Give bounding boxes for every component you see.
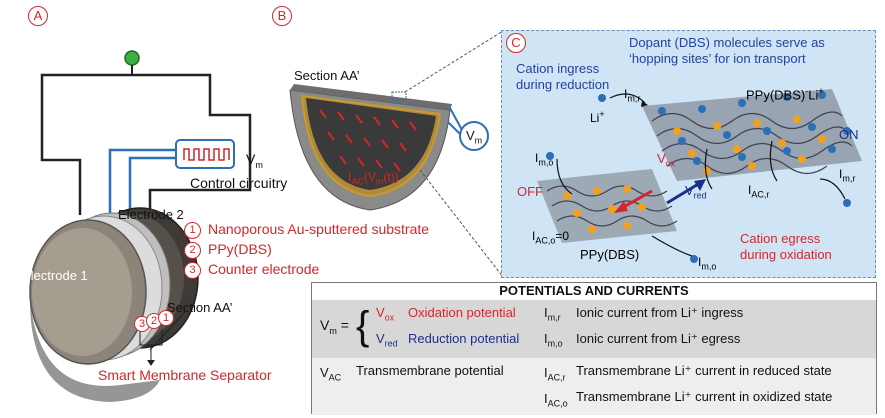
electrode-1-label: Electrode 1: [22, 268, 88, 283]
imr-symbol: Im,r: [544, 305, 561, 323]
iaco-description: Transmembrane Li⁺ current in oxidized st…: [576, 389, 833, 404]
li-ion-label: Li+: [590, 109, 605, 125]
ppy-li-label: PPy(DBS)-Li+: [746, 86, 824, 103]
section-aa-label-a: Section AA’: [167, 300, 233, 315]
table-title: POTENTIALS AND CURRENTS: [499, 283, 689, 298]
vox-label: Vox: [657, 151, 676, 169]
potentials-currents-table: POTENTIALS AND CURRENTS Vm = { Vox Oxida…: [311, 282, 877, 415]
vox-description: Oxidation potential: [408, 305, 516, 320]
electrode-2-label: Electrode 2: [118, 207, 184, 222]
legend-text-2: PPy(DBS): [208, 241, 272, 257]
zoom-box: [391, 91, 407, 101]
vox-symbol: Vox: [376, 305, 395, 323]
smart-membrane-separator-label: Smart Membrane Separator: [98, 367, 272, 383]
stack-num-1: 1: [158, 310, 174, 326]
circuit-wire-right: [132, 73, 252, 210]
iaco-symbol: IAC,o: [544, 391, 568, 409]
vred-symbol: Vred: [376, 331, 398, 349]
vm-circle-b: [459, 121, 489, 151]
curly-brace-icon: {: [356, 304, 370, 348]
imr-label-top: Im,r: [624, 87, 641, 104]
off-label: OFF: [517, 184, 543, 199]
square-wave-icon: [183, 148, 230, 161]
section-aa-label-b: Section AA’: [294, 68, 360, 83]
vac-symbol: VAC: [320, 365, 342, 383]
legend-num-1: 1: [184, 222, 201, 239]
table-band-1: [312, 300, 876, 358]
imo-description: Ionic current from Li⁺ egress: [576, 331, 741, 346]
ppy-dbs-label: PPy(DBS): [580, 247, 640, 262]
control-wire-1: [108, 148, 175, 225]
panel-c: Dopant (DBS) molecules serve as ‘hopping…: [501, 30, 876, 278]
imr-description: Ionic current from Li⁺ ingress: [576, 305, 744, 320]
vm-label-b: Vm: [466, 128, 483, 146]
legend-num-3: 3: [184, 262, 201, 279]
cation-egress-note: Cation egress during oxidation: [740, 231, 832, 262]
panel-a-drawing: [29, 50, 252, 402]
table-band-2: [312, 358, 876, 415]
iac-label-b: IAC(Vm(t)): [348, 170, 399, 187]
legend-text-3: Counter electrode: [208, 261, 320, 277]
iacr-label: IAC,r: [748, 183, 770, 200]
vox-arrow-icon: [614, 201, 628, 213]
dopant-note: Dopant (DBS) molecules serve as ‘hopping…: [629, 35, 825, 66]
membrane-section-drawing: [289, 84, 489, 211]
panel-b-label: B: [272, 6, 292, 26]
imr-label-right: Im,r: [839, 167, 856, 184]
vm-equals: Vm =: [320, 317, 349, 336]
vac-description: Transmembrane potential: [356, 363, 504, 378]
imo-label-right: Im,o: [698, 255, 717, 272]
legend-num-2: 2: [184, 242, 201, 259]
cation-ingress-note: Cation ingress during reduction: [516, 61, 610, 92]
vred-label: Vred: [685, 183, 707, 201]
iacr-symbol: IAC,r: [544, 365, 566, 383]
panel-c-label: C: [506, 33, 526, 53]
legend-text-1: Nanoporous Au-sputtered substrate: [208, 221, 430, 237]
control-wire-2: [128, 156, 175, 225]
imo-label-left: Im,o: [535, 151, 554, 168]
circuit-wire-left: [40, 73, 132, 215]
vred-arrow-icon: [694, 179, 706, 191]
vm-label-a: Vm: [246, 151, 263, 170]
imo-symbol: Im,o: [544, 331, 563, 349]
panel-a-label: A: [28, 6, 48, 26]
iaco-label: IAC,o=0: [532, 229, 570, 246]
vred-description: Reduction potential: [408, 331, 520, 346]
control-circuitry-label: Control circuitry: [190, 175, 288, 191]
on-label: ON: [839, 127, 859, 142]
control-box: [175, 139, 235, 169]
polymer-network-drawing: [537, 89, 862, 263]
iacr-description: Transmembrane Li⁺ current in reduced sta…: [576, 363, 832, 378]
